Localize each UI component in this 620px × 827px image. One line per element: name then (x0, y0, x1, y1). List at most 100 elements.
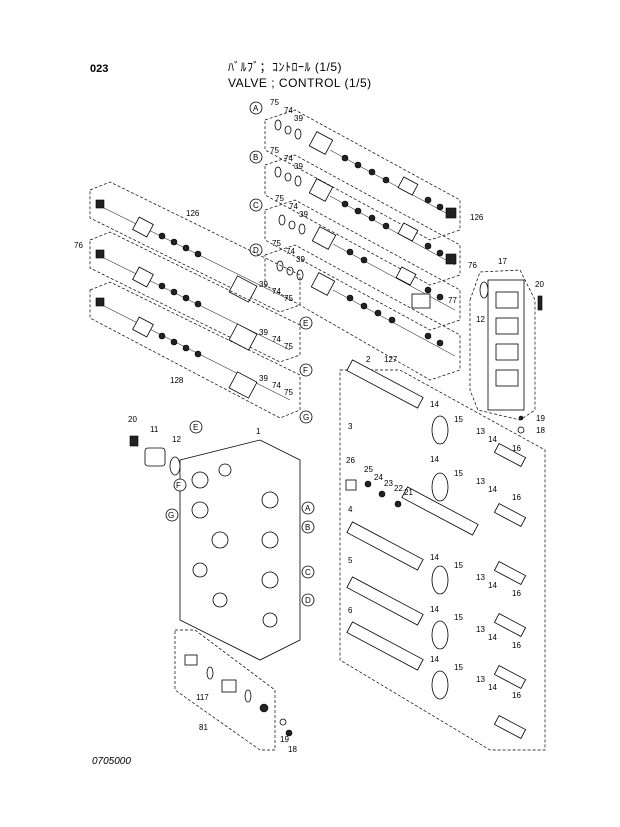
right-assembly-b: B 75 74 39 (249, 146, 461, 286)
label-18-top: 18 (536, 426, 545, 435)
svg-text:39: 39 (259, 280, 268, 289)
circle-callout-a[interactable] (249, 101, 263, 115)
label-2: 2 (366, 355, 371, 364)
label-74: 74 (284, 106, 293, 115)
svg-text:14: 14 (430, 553, 439, 562)
svg-text:14: 14 (488, 633, 497, 642)
label-17: 17 (498, 257, 507, 266)
svg-text:16: 16 (512, 691, 521, 700)
label-12-left: 12 (172, 435, 181, 444)
right-assembly-c: C 75 74 39 (249, 194, 461, 331)
svg-text:13: 13 (476, 477, 485, 486)
label-19-bottom: 19 (280, 735, 289, 744)
circle-letter-a: A (253, 104, 259, 113)
circle-callout-f-body[interactable] (173, 478, 187, 492)
svg-text:14: 14 (488, 435, 497, 444)
svg-text:C: C (305, 568, 311, 577)
title-japanese: ﾊﾞﾙﾌﾞ；ｺﾝﾄﾛｰﾙ (1/5) (228, 60, 343, 74)
circle-callout-e-body[interactable] (189, 420, 203, 434)
label-126-right: 126 (470, 213, 484, 222)
svg-text:F: F (176, 481, 181, 490)
part-77 (411, 293, 431, 309)
circle-callout-b[interactable] (249, 150, 263, 164)
svg-text:14: 14 (488, 485, 497, 494)
right-assembly-d: D 75 74 39 (249, 239, 461, 381)
svg-text:16: 16 (512, 589, 521, 598)
label-128: 128 (170, 376, 184, 385)
bottom-assembly-81 (174, 629, 293, 751)
label-75: 75 (275, 194, 284, 203)
circle-callout-a-body[interactable] (301, 501, 315, 515)
circle-callout-d-body[interactable] (301, 593, 315, 607)
svg-text:G: G (168, 511, 174, 520)
label-39: 39 (294, 114, 303, 123)
svg-text:39: 39 (259, 328, 268, 337)
svg-text:14: 14 (430, 655, 439, 664)
label-18-bottom: 18 (288, 745, 297, 754)
label-117: 117 (196, 693, 209, 702)
label-76-left: 76 (74, 241, 83, 250)
label-75: 75 (270, 146, 279, 155)
circle-letter-b: B (253, 153, 258, 162)
label-22: 22 (394, 484, 403, 493)
main-valve-body (165, 420, 315, 661)
label-3: 3 (348, 422, 353, 431)
left-assembly-3 (89, 281, 301, 419)
svg-text:G: G (303, 413, 309, 422)
svg-text:15: 15 (454, 415, 463, 424)
svg-text:16: 16 (512, 444, 521, 453)
circle-callout-b-body[interactable] (301, 520, 315, 534)
left-assembly-2 (89, 231, 301, 363)
svg-text:B: B (305, 523, 310, 532)
svg-text:16: 16 (512, 493, 521, 502)
label-11: 11 (150, 425, 159, 434)
right-assembly-a: A 75 74 39 (249, 98, 461, 241)
svg-text:74: 74 (272, 287, 281, 296)
circle-letter-c: C (253, 201, 259, 210)
svg-text:E: E (193, 423, 198, 432)
label-74: 74 (286, 247, 295, 256)
label-5: 5 (348, 556, 353, 565)
label-23: 23 (384, 479, 393, 488)
left-fittings (129, 435, 181, 476)
svg-text:75: 75 (284, 342, 293, 351)
svg-text:74: 74 (272, 335, 281, 344)
cover-block-17 (469, 269, 543, 434)
label-25: 25 (364, 465, 373, 474)
svg-text:16: 16 (512, 641, 521, 650)
label-6: 6 (348, 606, 353, 615)
circle-callout-f[interactable] (299, 363, 313, 377)
label-39: 39 (296, 255, 305, 264)
svg-text:E: E (303, 319, 308, 328)
svg-text:D: D (305, 596, 311, 605)
svg-text:14: 14 (430, 455, 439, 464)
svg-text:13: 13 (476, 675, 485, 684)
label-76-right: 76 (468, 261, 477, 270)
drawing-code: 0705000 (92, 756, 131, 767)
circle-callout-g[interactable] (299, 410, 313, 424)
left-assembly-1 (89, 181, 301, 313)
label-126-left: 126 (186, 209, 200, 218)
spool-column (339, 359, 546, 751)
svg-text:13: 13 (476, 625, 485, 634)
left-group-labels-2: 39 74 75 F (259, 328, 313, 377)
left-group-labels-3: 39 74 75 G (259, 374, 313, 424)
circle-letter-d: D (253, 246, 259, 255)
svg-text:75: 75 (284, 388, 293, 397)
circle-callout-c-body[interactable] (301, 565, 315, 579)
circle-callout-g-body[interactable] (165, 508, 179, 522)
label-20-left: 20 (128, 415, 137, 424)
left-group-labels-1: 39 74 75 E (259, 280, 313, 330)
circle-callout-d[interactable] (249, 243, 263, 257)
circle-callout-e[interactable] (299, 316, 313, 330)
svg-text:39: 39 (259, 374, 268, 383)
title-english: VALVE ; CONTROL (1/5) (228, 76, 372, 90)
svg-text:14: 14 (430, 400, 439, 409)
svg-text:14: 14 (430, 605, 439, 614)
circle-callout-c[interactable] (249, 198, 263, 212)
svg-text:F: F (303, 366, 308, 375)
label-24: 24 (374, 473, 383, 482)
label-20-top: 20 (535, 280, 544, 289)
svg-text:14: 14 (488, 581, 497, 590)
